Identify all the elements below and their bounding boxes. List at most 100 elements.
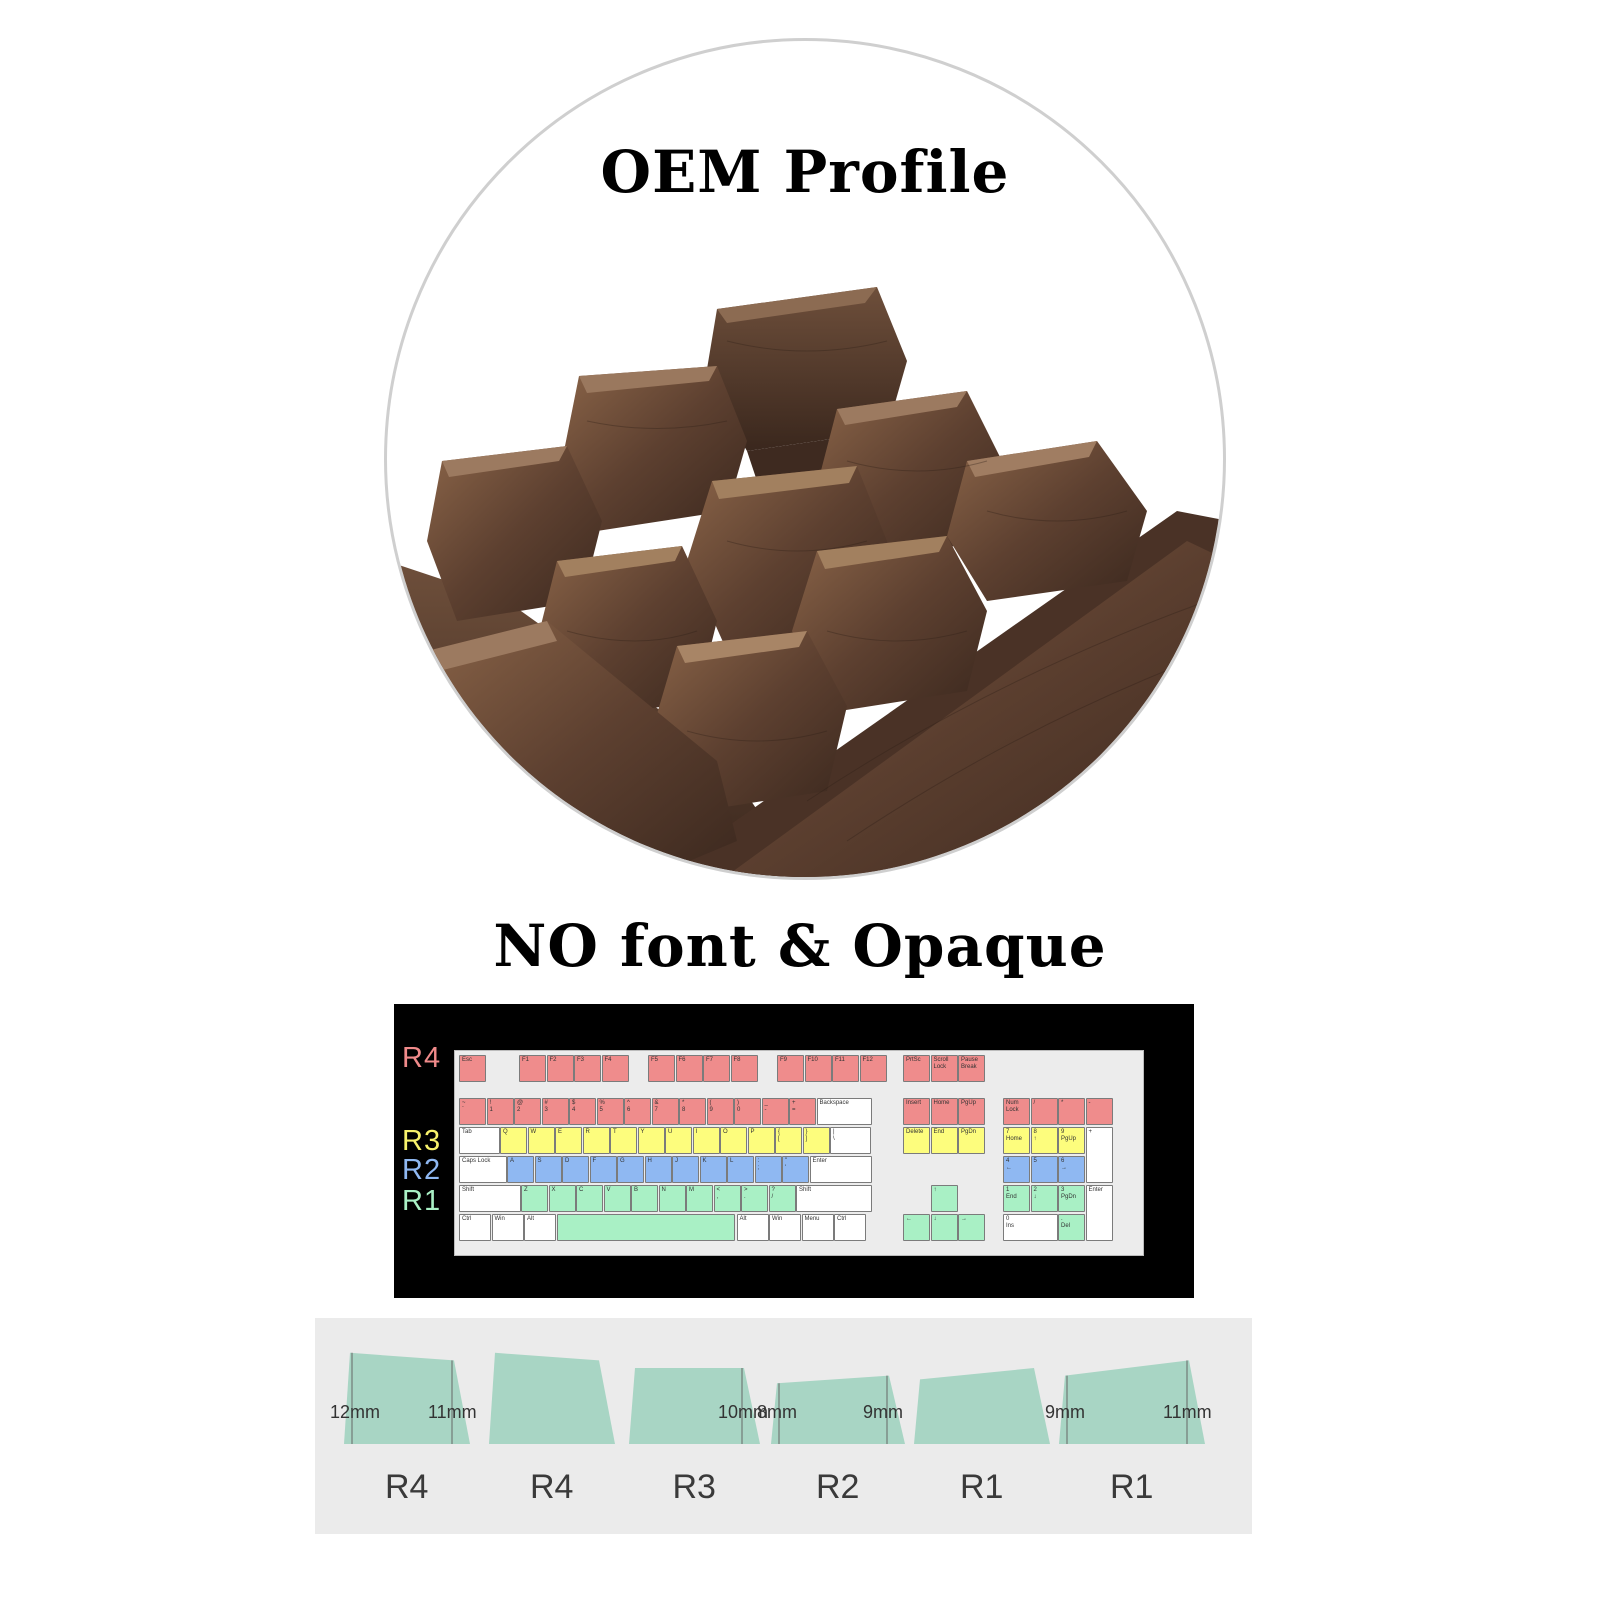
key-shift-row-2: X — [548, 1185, 576, 1212]
key-sys-0: PrtSc — [903, 1055, 930, 1082]
row-label-r3: R3 — [402, 1125, 442, 1157]
dimension-label-left-0: 12mm — [330, 1402, 381, 1422]
key-shift-row-10: ? / — [768, 1185, 796, 1212]
key-bottom-3 — [556, 1214, 735, 1241]
key-enter: Enter — [809, 1156, 872, 1183]
key-num-7: & 7 — [651, 1098, 679, 1125]
key-shift-row-4: V — [603, 1185, 631, 1212]
key-shift-row-1: Z — [521, 1185, 548, 1212]
key-num-10: ) 0 — [734, 1098, 761, 1125]
dimension-label-right-2: 10mm — [718, 1402, 769, 1422]
dimension-label-right-3: 9mm — [863, 1402, 903, 1422]
key-caps-row-1: A — [507, 1156, 534, 1183]
key-arrow-bottom-0: ← — [903, 1214, 930, 1241]
key-esc: Esc — [459, 1055, 486, 1082]
key-bottom-7: Ctrl — [834, 1214, 866, 1241]
key-nav-mid-0: Delete — [903, 1127, 930, 1154]
dimension-label-right-0: 11mm — [428, 1402, 477, 1422]
key-bottom-5: Win — [769, 1214, 801, 1241]
key-f5: F5 — [648, 1055, 675, 1082]
key-numpad-top-1: / — [1030, 1098, 1058, 1125]
key-numpad-top-2: * — [1058, 1098, 1085, 1125]
key-numpad-123-0: 1 End — [1003, 1185, 1030, 1212]
key-tab-row-10: P — [747, 1127, 775, 1154]
key-shift-row-6: N — [658, 1185, 686, 1212]
key-sys-1: Scroll Lock — [930, 1055, 958, 1082]
key-shift-row-9: > . — [741, 1185, 768, 1212]
key-nav-top-0: Insert — [903, 1098, 930, 1125]
key-numpad-0: 0 Ins — [1003, 1214, 1058, 1241]
key-sys-2: Pause Break — [958, 1055, 985, 1082]
key-backspace: Backspace — [816, 1098, 872, 1125]
key-caps-row-11: " ' — [782, 1156, 809, 1183]
key-tab: Tab — [459, 1127, 500, 1154]
key-num-2: @ 2 — [514, 1098, 541, 1125]
key-tab-row-6: Y — [637, 1127, 665, 1154]
key-num-11: _ - — [761, 1098, 789, 1125]
key-tab-row-1: Q — [500, 1127, 527, 1154]
key-right-shift: Shift — [796, 1185, 872, 1212]
key-caps-row-4: F — [589, 1156, 617, 1183]
key-numpad-del: . Del — [1058, 1214, 1085, 1241]
row-label-r1: R1 — [402, 1185, 442, 1217]
key-caps-row-6: H — [644, 1156, 672, 1183]
dimension-label-left-5: 9mm — [1045, 1402, 1085, 1422]
key-tab-row-4: R — [582, 1127, 610, 1154]
key-f8: F8 — [730, 1055, 758, 1082]
key-f6: F6 — [675, 1055, 703, 1082]
profile-shape-4 — [914, 1368, 1050, 1444]
dimension-label-left-3: 8mm — [757, 1402, 797, 1422]
key-tab-row-9: O — [720, 1127, 747, 1154]
key-bottom-1: Win — [491, 1214, 524, 1241]
key-tab-row-11: { [ — [775, 1127, 802, 1154]
profile-row-name-2: R3 — [672, 1468, 716, 1506]
key-f7: F7 — [703, 1055, 730, 1082]
key-f4: F4 — [601, 1055, 629, 1082]
key-num-1: ! 1 — [486, 1098, 514, 1125]
key-arrow-bottom-1: ↓ — [930, 1214, 958, 1241]
profile-shape-0 — [344, 1352, 470, 1444]
key-numpad-789-0: 7 Home — [1003, 1127, 1030, 1154]
key-f12: F12 — [859, 1055, 887, 1082]
key-tab-row-8: I — [692, 1127, 720, 1154]
key-arrow-up: ↑ — [930, 1185, 958, 1212]
key-numpad-456-1: 5 — [1030, 1156, 1058, 1183]
key-bottom-6: Menu — [801, 1214, 834, 1241]
key-numpad-top-3: - — [1085, 1098, 1113, 1125]
key-numpad-789-2: 9 PgUp — [1058, 1127, 1085, 1154]
key-num-9: ( 9 — [706, 1098, 734, 1125]
key-bottom-2: Alt — [524, 1214, 556, 1241]
key-f3: F3 — [574, 1055, 601, 1082]
key-tab-row-2: W — [527, 1127, 555, 1154]
key-caps-row-5: G — [617, 1156, 644, 1183]
key-f9: F9 — [777, 1055, 804, 1082]
row-label-r4: R4 — [402, 1042, 442, 1074]
profile-row-name-0: R4 — [385, 1468, 429, 1506]
key-tab-row-5: T — [610, 1127, 637, 1154]
key-caps-row-10: : ; — [754, 1156, 782, 1183]
key-nav-mid-2: PgDn — [958, 1127, 985, 1154]
profile-shape-3 — [771, 1375, 905, 1444]
key-shift-row-7: M — [686, 1185, 713, 1212]
key-tab-row-12: } ] — [802, 1127, 830, 1154]
profile-row-name-5: R1 — [1110, 1468, 1154, 1506]
wooden-keycaps-photo — [387, 287, 1223, 877]
key-tab-row-7: U — [665, 1127, 692, 1154]
product-photo-circle: OEM Profile — [384, 38, 1226, 880]
key-numpad-plus: + — [1085, 1127, 1113, 1183]
key-numpad-top-0: Num Lock — [1003, 1098, 1030, 1125]
key-num-12: + = — [789, 1098, 816, 1125]
key-shift-row-8: < , — [713, 1185, 741, 1212]
key-numpad-123-1: 2 ↓ — [1030, 1185, 1058, 1212]
profile-title: OEM Profile — [600, 138, 1010, 206]
key-caps-row-9: L — [727, 1156, 754, 1183]
key-caps-row-7: J — [672, 1156, 699, 1183]
key-num-8: * 8 — [679, 1098, 706, 1125]
key-num-0: ~ ` — [459, 1098, 486, 1125]
key-caps-row-3: D — [562, 1156, 589, 1183]
key-num-6: ^ 6 — [624, 1098, 651, 1125]
keycap-group — [417, 287, 1147, 877]
key-numpad-789-1: 8 ↑ — [1030, 1127, 1058, 1154]
